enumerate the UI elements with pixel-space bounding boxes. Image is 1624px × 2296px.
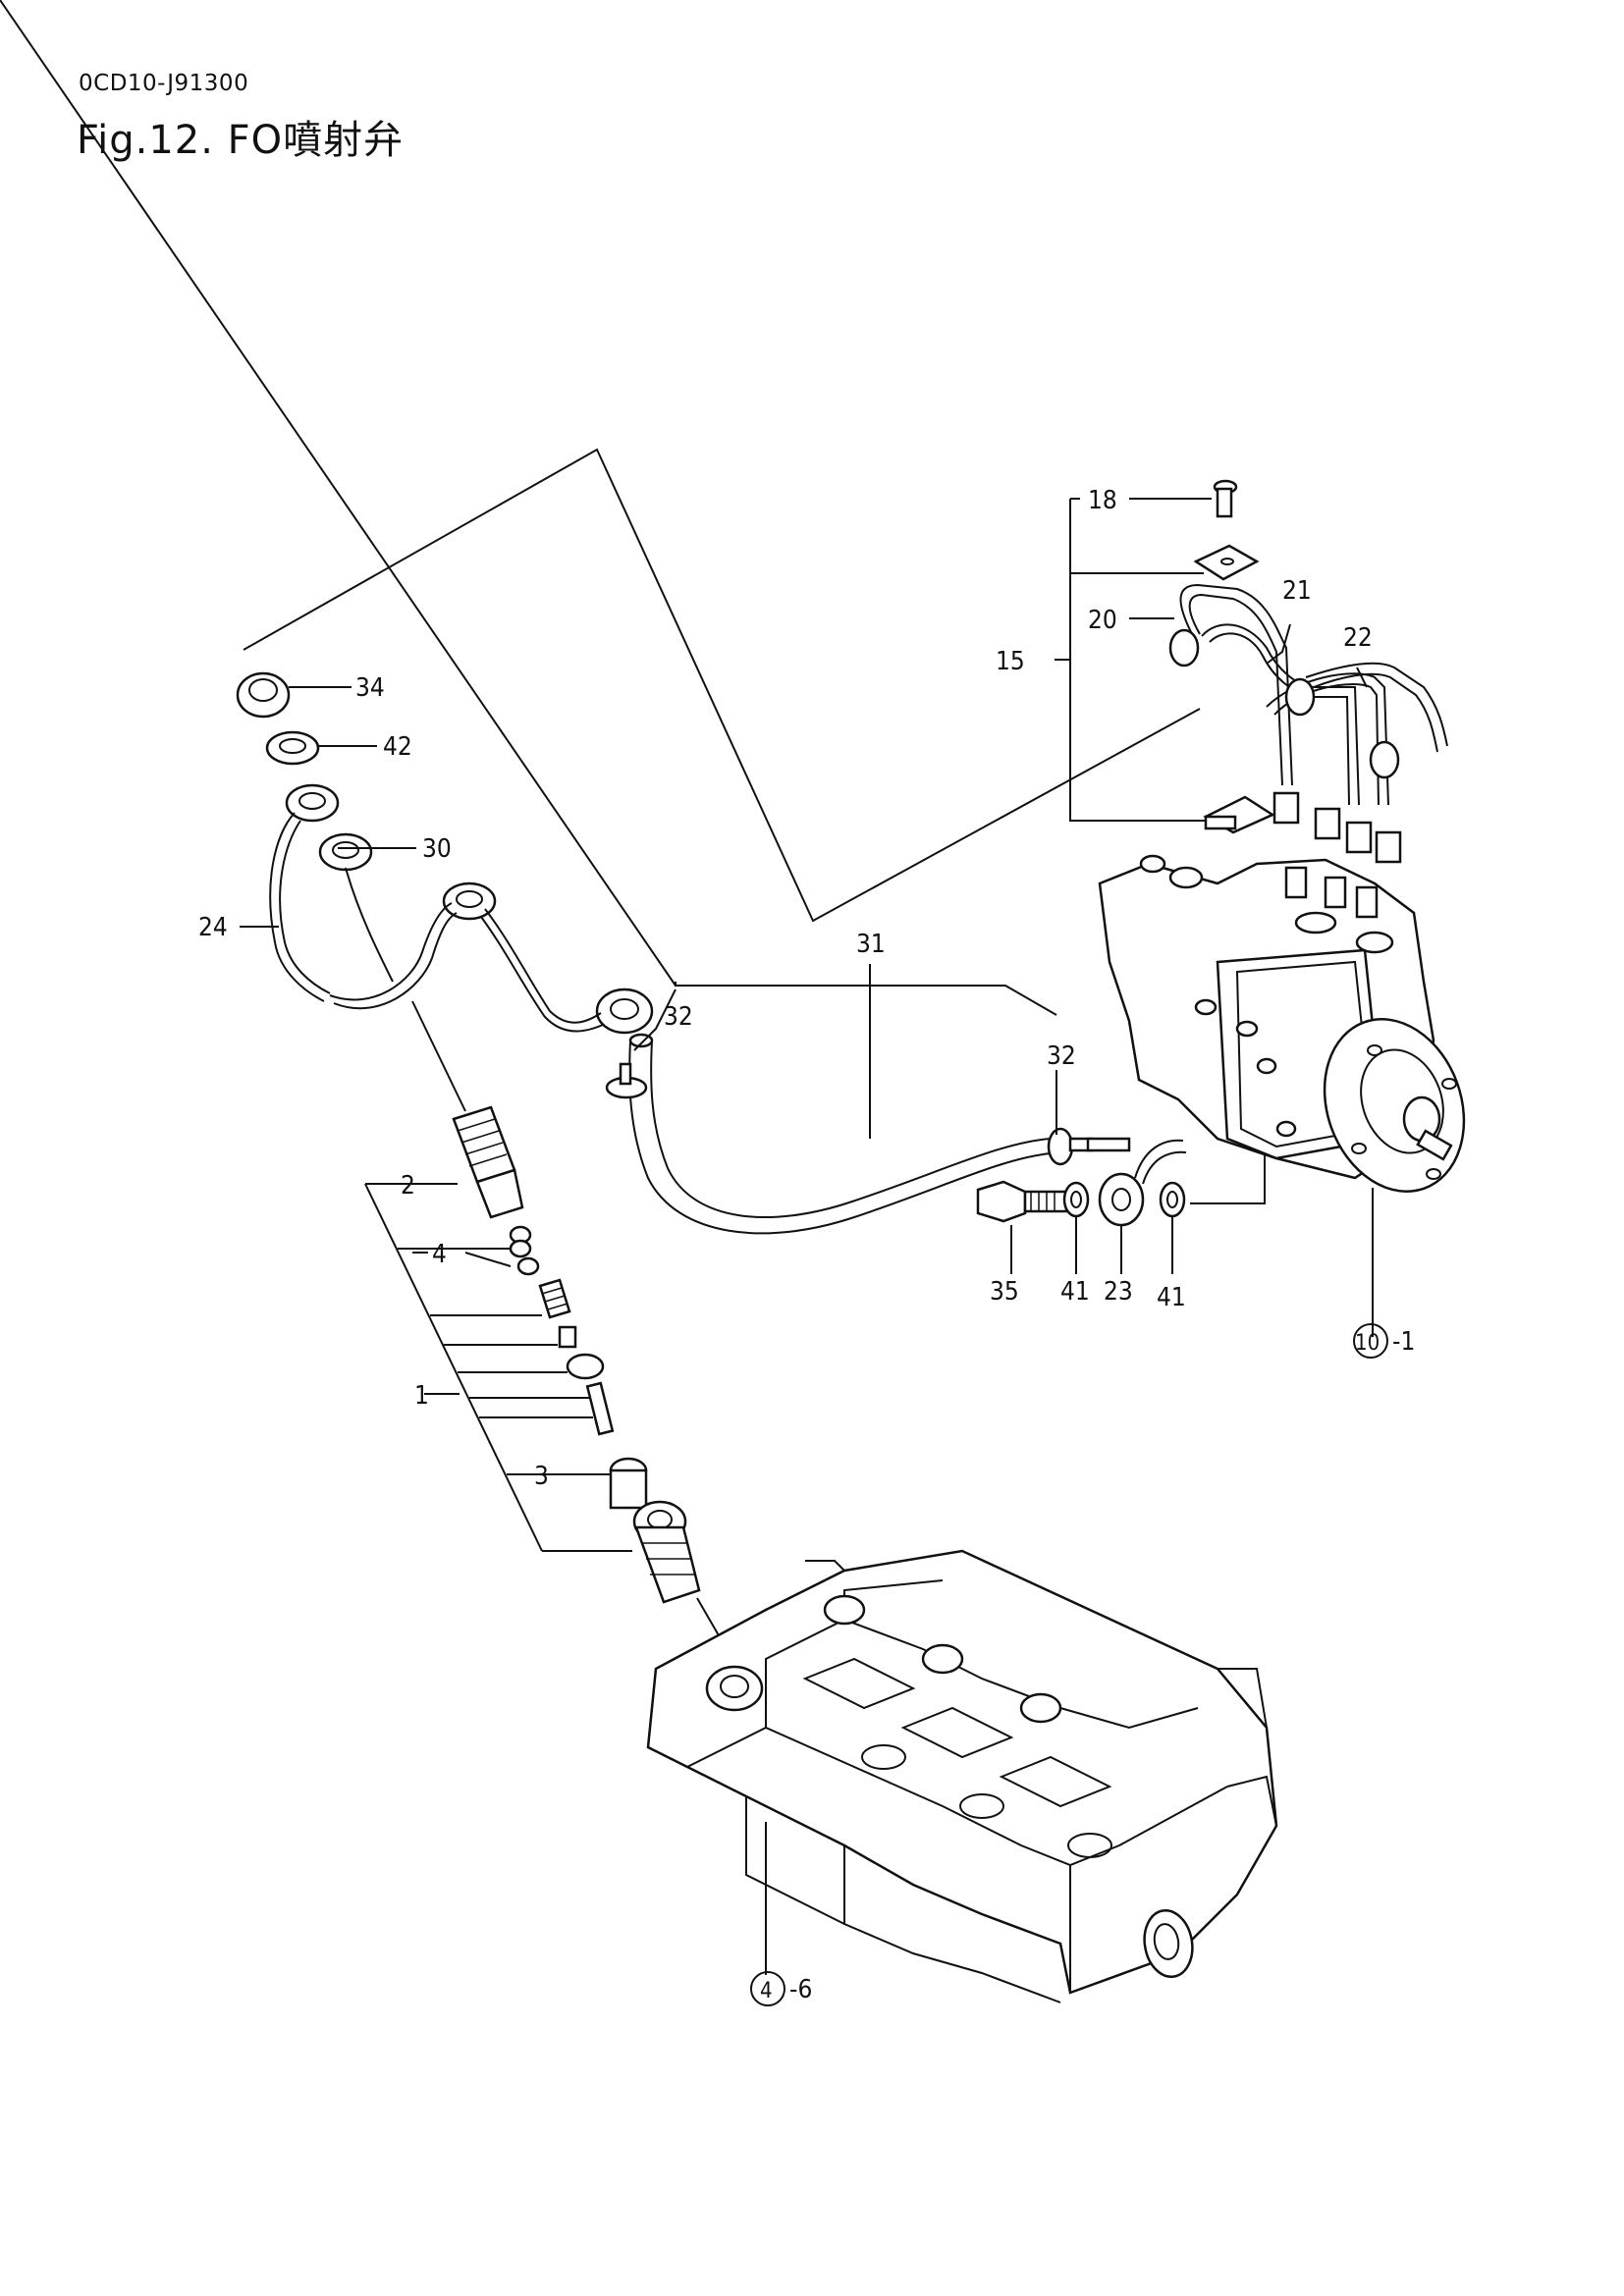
callout-23: 23 <box>1104 1277 1133 1307</box>
fuel-injection-pump <box>1098 854 1466 1337</box>
part-20-21-22-injection-pipes <box>1168 583 1448 864</box>
reference-10-number: 10 <box>1355 1331 1380 1356</box>
callout-2: 2 <box>401 1171 415 1201</box>
reference-10-1: 10 -1 <box>1353 1323 1415 1359</box>
callout-15: 15 <box>996 647 1025 676</box>
part-18-bolt <box>1213 479 1238 518</box>
callout-31: 31 <box>856 930 886 959</box>
callout-41-left: 41 <box>1060 1277 1090 1307</box>
callout-32-left: 32 <box>664 1002 693 1032</box>
part-23-banjo <box>1086 1137 1187 1227</box>
part-24-leak-pipe <box>269 783 654 1035</box>
callout-30: 30 <box>422 834 452 864</box>
callout-41-right: 41 <box>1157 1283 1186 1312</box>
leader-frame-34-to-pump <box>243 448 1201 923</box>
reference-10-suffix: -1 <box>1392 1327 1415 1357</box>
document-code: 0CD10-J91300 <box>79 71 249 96</box>
part-2-nozzle-holder <box>452 1105 532 1245</box>
part-42-washer <box>265 730 320 766</box>
reference-4-6: 4 -6 <box>750 1971 812 2006</box>
leader-lines <box>0 0 1368 1475</box>
cylinder-head <box>646 1549 1278 2003</box>
part-needle <box>585 1381 615 1436</box>
figure-title: Fig.12. FO噴射弁 <box>77 118 405 163</box>
callout-18: 18 <box>1088 486 1117 515</box>
callout-4: 4 <box>432 1240 447 1269</box>
part-15-clamp-upper <box>1193 544 1260 581</box>
callout-35: 35 <box>990 1277 1019 1307</box>
callout-42: 42 <box>383 732 412 762</box>
callout-3-label: 3 <box>534 1462 549 1491</box>
part-32-clamp-left <box>605 1062 648 1099</box>
part-32-clamp-right <box>1047 1127 1094 1166</box>
part-spring <box>538 1278 571 1319</box>
part-4-orings <box>509 1239 540 1276</box>
callout-21: 21 <box>1282 576 1312 606</box>
callout-32-right: 32 <box>1047 1041 1076 1071</box>
assembly-bracket-1 <box>364 1183 632 1552</box>
reference-4-suffix: -6 <box>789 1975 812 2004</box>
part-retainer <box>566 1353 605 1380</box>
part-35-bolt <box>976 1180 1068 1223</box>
callout-24: 24 <box>198 913 228 942</box>
reference-4-number: 4 <box>760 1979 773 2003</box>
part-34-nut <box>236 671 291 719</box>
callout-34: 34 <box>355 673 385 703</box>
part-3-nozzle <box>609 1457 648 1510</box>
callout-20: 20 <box>1088 606 1117 635</box>
callout-1: 1 <box>414 1381 429 1411</box>
callout-22: 22 <box>1343 623 1373 653</box>
part-15-clamp-lower <box>1203 795 1275 834</box>
part-41-washer-right <box>1159 1181 1186 1218</box>
part-nozzle-nut <box>632 1500 701 1604</box>
leader-pipe-to-injector <box>411 1000 466 1112</box>
part-41-washer-left <box>1062 1181 1090 1218</box>
part-spacer <box>558 1325 577 1349</box>
